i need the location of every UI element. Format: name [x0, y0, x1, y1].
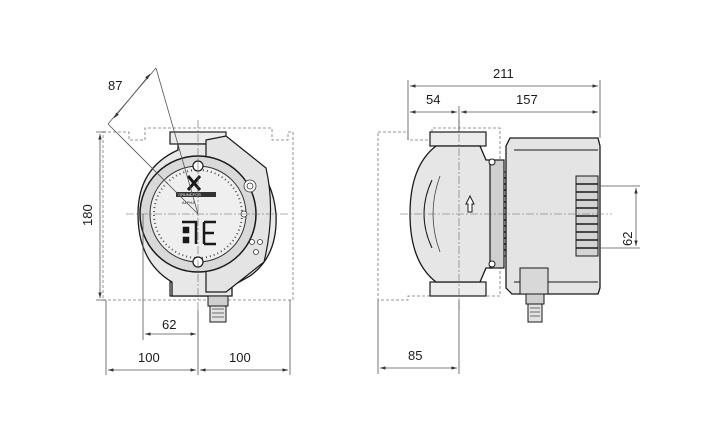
- front-dimensions: [96, 67, 291, 375]
- dim-front-height: 180: [80, 204, 95, 226]
- dim-side-height: 62: [620, 232, 635, 246]
- mode-switch-icon: [182, 220, 216, 246]
- side-flange-top: [429, 131, 487, 147]
- dim-front-diag: 87: [108, 78, 122, 93]
- front-view: GRUNDFOS ALPHA: [102, 120, 294, 323]
- dim-side-bottom: 85: [408, 348, 422, 363]
- side-rear-ribs: [575, 175, 599, 257]
- dim-front-left: 100: [138, 350, 160, 365]
- side-dimensions: [377, 80, 640, 374]
- dim-side-right: 157: [516, 92, 538, 107]
- flow-arrow-icon: [465, 194, 475, 213]
- dim-front-right: 100: [229, 350, 251, 365]
- dim-side-left: 54: [426, 92, 440, 107]
- side-screw-bottom: [488, 260, 496, 268]
- side-flange-bottom: [429, 281, 487, 297]
- dim-side-total: 211: [493, 66, 514, 81]
- dim-front-offset: 62: [162, 317, 176, 332]
- side-plug: [519, 267, 549, 323]
- label-text: ALPHA: [182, 200, 195, 205]
- logo-text: GRUNDFOS: [178, 192, 201, 197]
- front-install-outline: [102, 127, 294, 301]
- side-screw-top: [488, 158, 496, 166]
- side-housing: [409, 145, 493, 283]
- front-plug: [207, 295, 229, 323]
- side-view: [377, 120, 612, 323]
